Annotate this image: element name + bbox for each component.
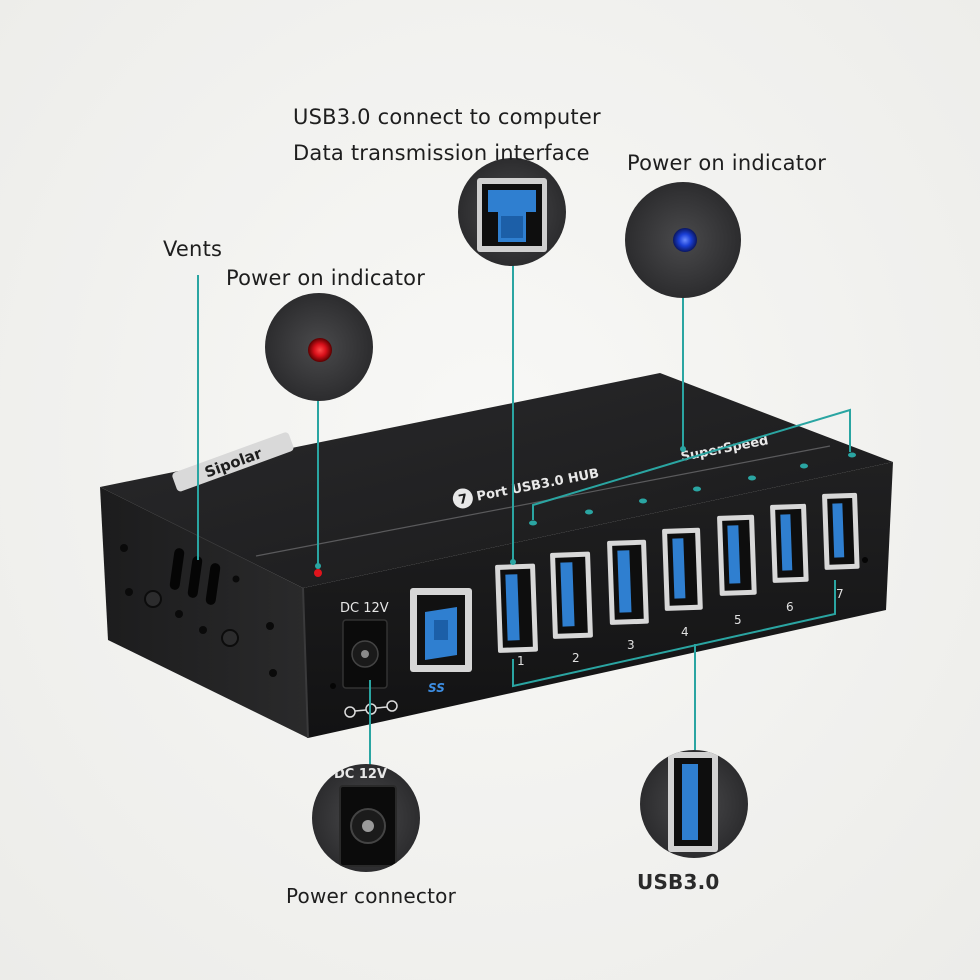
superspeed-logo: SS — [428, 681, 445, 695]
usb-a-port-3 — [607, 539, 649, 625]
side-screws — [120, 544, 277, 677]
usb-a-port-4 — [662, 527, 703, 611]
port-led — [848, 452, 856, 458]
led-bracket-line — [532, 408, 851, 520]
red-led-zoom-circle — [265, 293, 373, 401]
front-screw-hole — [330, 683, 336, 689]
hub-top-face — [100, 373, 893, 588]
usb-b-zoom-circle — [458, 158, 566, 266]
top-port-count: 7 — [457, 492, 469, 508]
usb-a-port-5 — [717, 514, 757, 596]
usb-a-port-1 — [495, 563, 538, 653]
callout-lines — [197, 262, 851, 770]
power-connector-zoom-circle: DC 12V — [312, 764, 420, 872]
side-vents — [169, 548, 221, 605]
port-leds — [529, 452, 856, 526]
port-number: 1 — [517, 654, 525, 668]
dc-jack — [342, 619, 388, 689]
port-number: 4 — [681, 625, 689, 639]
usb-a-port-6 — [770, 503, 809, 583]
usb-a-port-7 — [822, 492, 860, 570]
port-led — [693, 486, 701, 492]
corner-edge — [302, 587, 309, 739]
red-led-icon — [308, 338, 332, 362]
usb-b-port — [410, 588, 472, 672]
usb-in-callout-title: USB3.0 connect to computer — [293, 105, 601, 129]
vents-callout-label: Vents — [163, 237, 223, 261]
dc-label: DC 12V — [340, 601, 389, 616]
usb-in-callout-subtitle: Data transmission interface — [293, 141, 590, 165]
front-screw-hole — [862, 557, 868, 563]
ports-bracket-line — [512, 580, 836, 688]
callout-dots — [315, 446, 686, 569]
usb-hub-body: Sipolar 7 Port USB3.0 HUB SuperSpeed — [100, 373, 893, 739]
red-led-callout-label: Power on indicator — [226, 266, 426, 290]
usb-a-port-2 — [550, 551, 593, 639]
port-led — [639, 498, 647, 504]
port-led — [529, 520, 537, 526]
port-led — [800, 463, 808, 469]
port-led — [585, 509, 593, 515]
blue-led-icon — [673, 228, 697, 252]
blue-led-zoom-circle — [625, 182, 741, 298]
port-number: 6 — [786, 600, 794, 614]
port-led — [748, 475, 756, 481]
polarity-symbol — [344, 700, 398, 718]
port-number: 7 — [836, 587, 844, 601]
usb3-callout-label: USB3.0 — [637, 870, 720, 894]
usb-a-ports — [495, 492, 860, 653]
usb-a-zoom-circle — [640, 750, 748, 858]
zoom-dc-label: DC 12V — [334, 767, 387, 782]
power-connector-callout-label: Power connector — [286, 884, 457, 908]
red-power-led — [314, 569, 322, 577]
port-number: 3 — [627, 638, 635, 652]
port-number: 5 — [734, 613, 742, 627]
port-number: 2 — [572, 651, 580, 665]
blue-led-callout-label: Power on indicator — [627, 151, 827, 175]
port-number-labels: 1 2 3 4 5 6 7 — [517, 587, 844, 668]
hub-side-face — [100, 487, 308, 738]
